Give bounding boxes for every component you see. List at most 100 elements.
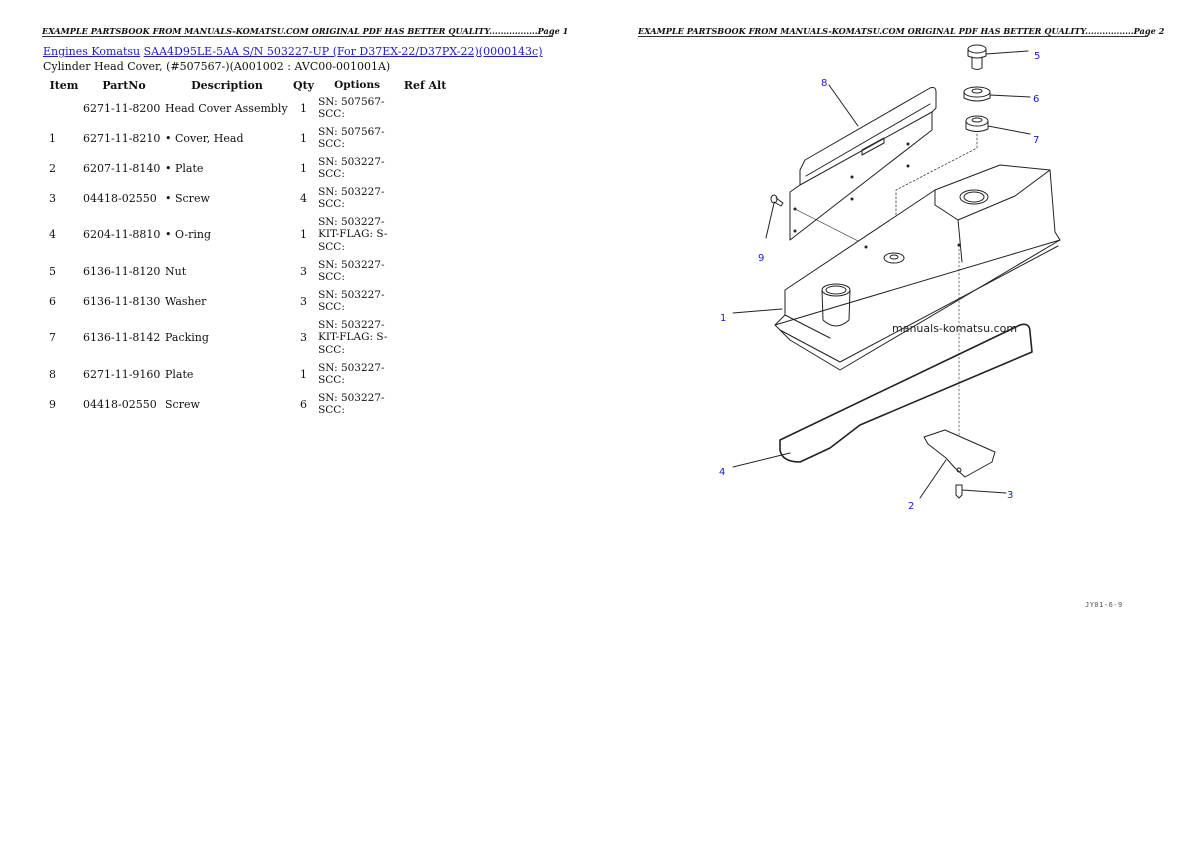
cell-options: SN: 503227-SCC: (318, 155, 385, 181)
table-row: 8 6271-11-9160 Plate 1 SN: 503227-SCC: (43, 359, 454, 389)
cell-qty: 1 (300, 228, 308, 241)
cell-options: SN: 503227-SCC: (318, 361, 385, 387)
cell-options: SN: 507567-SCC: (318, 125, 385, 151)
cell-partno: 6271-11-8210 (83, 131, 161, 145)
cell-description: • Plate (165, 161, 204, 175)
table-row: 7 6136-11-8142 Packing 3 SN: 503227-KIT-… (43, 316, 454, 359)
header-partno: PartNo (102, 78, 146, 92)
banner-divider (42, 36, 553, 37)
table-row: 9 04418-02550 Screw 6 SN: 503227-SCC: (43, 389, 454, 419)
breadcrumb-link-engines[interactable]: Engines Komatsu (43, 45, 141, 58)
cell-options: SN: 507567-SCC: (318, 95, 385, 121)
washer-part-icon (963, 86, 1031, 102)
table-row: 2 6207-11-8140 • Plate 1 SN: 503227-SCC: (43, 153, 454, 183)
cell-qty: 3 (300, 264, 308, 278)
page-banner: EXAMPLE PARTSBOOK FROM MANUALS-KOMATSU.C… (638, 26, 1165, 36)
cell-options: SN: 503227-SCC: (318, 288, 385, 314)
cell-description: • Screw (165, 191, 210, 205)
cell-partno: 6136-11-8120 (83, 264, 161, 278)
cell-partno: 6271-11-8200 (83, 101, 161, 115)
head-cover-part-icon (732, 164, 1061, 371)
cell-partno: 6207-11-8140 (83, 161, 161, 175)
callout-4: 4 (719, 467, 726, 478)
diagram-drawing (732, 44, 1061, 499)
cell-qty: 4 (300, 191, 308, 205)
table-row: 4 6204-11-8810 • O-ring 1 SN: 503227-KIT… (43, 213, 454, 256)
cell-description: Screw (165, 397, 200, 411)
breadcrumb-link-model[interactable]: SAA4D95LE-5AA S/N 503227-UP (For D37EX-2… (143, 45, 543, 58)
header-qty: Qty (293, 78, 315, 92)
cell-item: 8 (49, 367, 56, 381)
cell-ref-alt (396, 286, 454, 316)
table-row: 6 6136-11-8130 Washer 3 SN: 503227-SCC: (43, 286, 454, 316)
cell-partno: 6204-11-8810 (83, 228, 161, 241)
cell-ref-alt (396, 389, 454, 419)
cell-ref-alt (396, 359, 454, 389)
cell-partno: 04418-02550 (83, 191, 157, 205)
cell-ref-alt (396, 316, 454, 359)
cell-ref-alt (396, 93, 454, 123)
callout-8: 8 (821, 78, 828, 89)
cell-partno: 6271-11-9160 (83, 367, 161, 381)
o-ring-part-icon (732, 323, 1033, 468)
cell-item: 1 (49, 131, 56, 145)
page-banner: EXAMPLE PARTSBOOK FROM MANUALS-KOMATSU.C… (42, 26, 569, 36)
cell-qty: 1 (300, 367, 308, 381)
cell-description: Washer (165, 294, 207, 308)
screw-part-icon (765, 194, 784, 239)
nut-part-icon (967, 44, 1029, 70)
page-1: EXAMPLE PARTSBOOK FROM MANUALS-KOMATSU.C… (42, 26, 569, 419)
callout-9: 9 (758, 253, 765, 264)
cell-qty: 1 (300, 161, 308, 175)
cell-options: SN: 503227-SCC: (318, 391, 385, 417)
cell-qty: 1 (300, 101, 308, 115)
cell-ref-alt (396, 183, 454, 213)
cell-item: 4 (49, 228, 56, 241)
parts-table: Item PartNo Description Qty Options Ref … (43, 77, 454, 419)
table-row: 3 04418-02550 • Screw 4 SN: 503227-SCC: (43, 183, 454, 213)
cell-options: SN: 503227-SCC: (318, 258, 385, 284)
page-2: EXAMPLE PARTSBOOK FROM MANUALS-KOMATSU.C… (595, 0, 1190, 842)
cell-qty: 1 (300, 131, 308, 145)
watermark-text: manuals-komatsu.com (892, 322, 1018, 335)
cell-qty: 6 (300, 397, 308, 411)
cell-item: 2 (49, 161, 56, 175)
cell-ref-alt (396, 256, 454, 286)
header-ref-alt: Ref Alt (403, 78, 447, 92)
cell-options: SN: 503227-SCC: (318, 185, 385, 211)
cell-ref-alt (396, 123, 454, 153)
cell-ref-alt (396, 153, 454, 183)
cell-description: Packing (165, 331, 209, 344)
cell-partno: 04418-02550 (83, 397, 157, 411)
small-screw-part-icon (955, 484, 1007, 499)
banner-divider (638, 36, 1148, 37)
cell-partno: 6136-11-8130 (83, 294, 161, 308)
table-header-row: Item PartNo Description Qty Options Ref … (43, 77, 454, 93)
cell-qty: 3 (300, 331, 308, 344)
cell-description: Plate (165, 367, 194, 381)
table-row: 1 6271-11-8210 • Cover, Head 1 SN: 50756… (43, 123, 454, 153)
plate-part-icon (789, 84, 937, 241)
callout-6: 6 (1033, 94, 1040, 105)
cell-item: 5 (49, 264, 56, 278)
cell-item: 9 (49, 397, 56, 411)
header-item: Item (49, 78, 79, 92)
table-row: 5 6136-11-8120 Nut 3 SN: 503227-SCC: (43, 256, 454, 286)
cell-qty: 3 (300, 294, 308, 308)
figure-code: JY01-6-9 (1085, 601, 1123, 609)
callout-7: 7 (1033, 135, 1040, 146)
header-description: Description (191, 78, 263, 92)
cell-partno: 6136-11-8142 (83, 331, 161, 344)
callout-2: 2 (908, 501, 915, 512)
callout-1: 1 (720, 313, 727, 324)
page-title: Cylinder Head Cover, (#507567-)(A001002 … (43, 60, 391, 73)
cell-description: Nut (165, 264, 187, 278)
table-row: 6271-11-8200 Head Cover Assembly 1 SN: 5… (43, 93, 454, 123)
cell-description: • O-ring (165, 228, 212, 241)
breadcrumb: Engines Komatsu SAA4D95LE-5AA S/N 503227… (43, 45, 543, 58)
cell-item: 7 (49, 331, 56, 344)
cell-item: 6 (49, 294, 56, 308)
cell-item: 3 (49, 191, 56, 205)
cell-description: • Cover, Head (165, 131, 244, 145)
cell-description: Head Cover Assembly (165, 101, 288, 115)
